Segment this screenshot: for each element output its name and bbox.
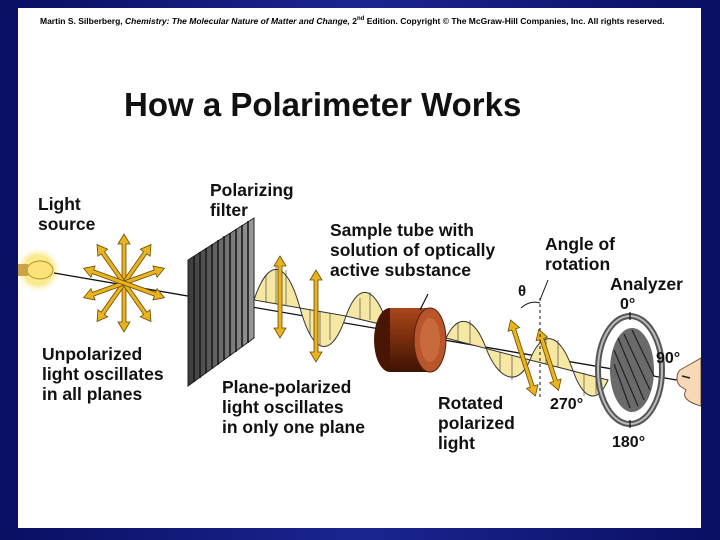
polarizing-filter-icon [187,217,255,387]
polarized-light-arrows [273,255,323,363]
plane-polarized-label: Plane-polarized light oscillates in only… [222,377,365,437]
copyright-book-title: Chemistry: The Molecular Nature of Matte… [125,16,350,26]
degree-0-label: 0° [620,296,636,313]
light-beam-line [53,272,695,387]
light-bulb-icon [18,246,62,294]
rotated-polarized-label-line-3: light [438,433,475,453]
polarimeter-diagram [18,217,701,428]
light-source-label-line-2: source [38,214,96,234]
sample-tube-label-line-2: solution of optically [330,240,496,260]
unpolarized-label-line-2: light oscillates [42,364,164,384]
plane-polarized-label-line-2: light oscillates [222,397,344,417]
rotated-polarized-wave [445,320,609,397]
unpolarized-label-line-1: Unpolarized [42,344,143,364]
angle-of-rotation-label-line-2: rotation [545,254,611,274]
plane-polarized-label-line-1: Plane-polarized [222,377,352,397]
sample-tube-pointer [419,293,429,311]
copyright-rest: Edition. Copyright © The McGraw-Hill Com… [366,16,665,26]
plane-polarized-label-line-3: in only one plane [222,417,365,437]
rotated-polarized-label-line-2: polarized [438,413,515,433]
copyright-edition-suffix: nd [356,16,365,23]
copyright-line: Martin S. Silberberg, Chemistry: The Mol… [40,16,665,26]
light-source-label-line-1: Light [38,194,81,214]
unpolarized-light-arrows [82,233,166,333]
polarizing-filter-label-line-2: filter [210,200,248,220]
sample-tube-label-line-3: active substance [330,260,472,280]
degree-270-label: 270° [550,396,584,413]
unpolarized-label: Unpolarized light oscillates in all plan… [42,344,164,404]
angle-arc [520,301,541,309]
slide: Martin S. Silberberg, Chemistry: The Mol… [18,8,701,528]
page-title: How a Polarimeter Works [124,86,522,123]
eye-icon [676,357,701,407]
rotated-light-arrows [507,319,562,397]
polarizing-filter-label: Polarizing filter [210,180,294,220]
unpolarized-label-line-3: in all planes [42,384,143,404]
copyright-edition-number: 2 [352,16,357,26]
copyright-author: Martin S. Silberberg, [40,16,123,26]
degree-90-label: 90° [656,350,681,367]
angle-of-rotation-label: Angle of rotation [545,234,615,274]
light-source-label: Light source [38,194,95,234]
angle-of-rotation-label-line-1: Angle of [545,234,615,254]
rotated-polarized-label: Rotated polarized light [438,393,515,453]
theta-label: θ [518,283,527,300]
plane-polarized-wave [253,266,389,347]
polarizing-filter-label-line-1: Polarizing [210,180,294,200]
sample-tube-icon [374,307,447,373]
rotated-polarized-label-line-1: Rotated [438,393,504,413]
analyzer-icon [595,312,665,428]
sample-tube-label-line-1: Sample tube with [330,220,474,240]
angle-pointer [539,279,549,301]
analyzer-label: Analyzer [610,274,683,294]
degree-180-label: 180° [612,434,646,451]
sample-tube-label: Sample tube with solution of optically a… [330,220,495,280]
